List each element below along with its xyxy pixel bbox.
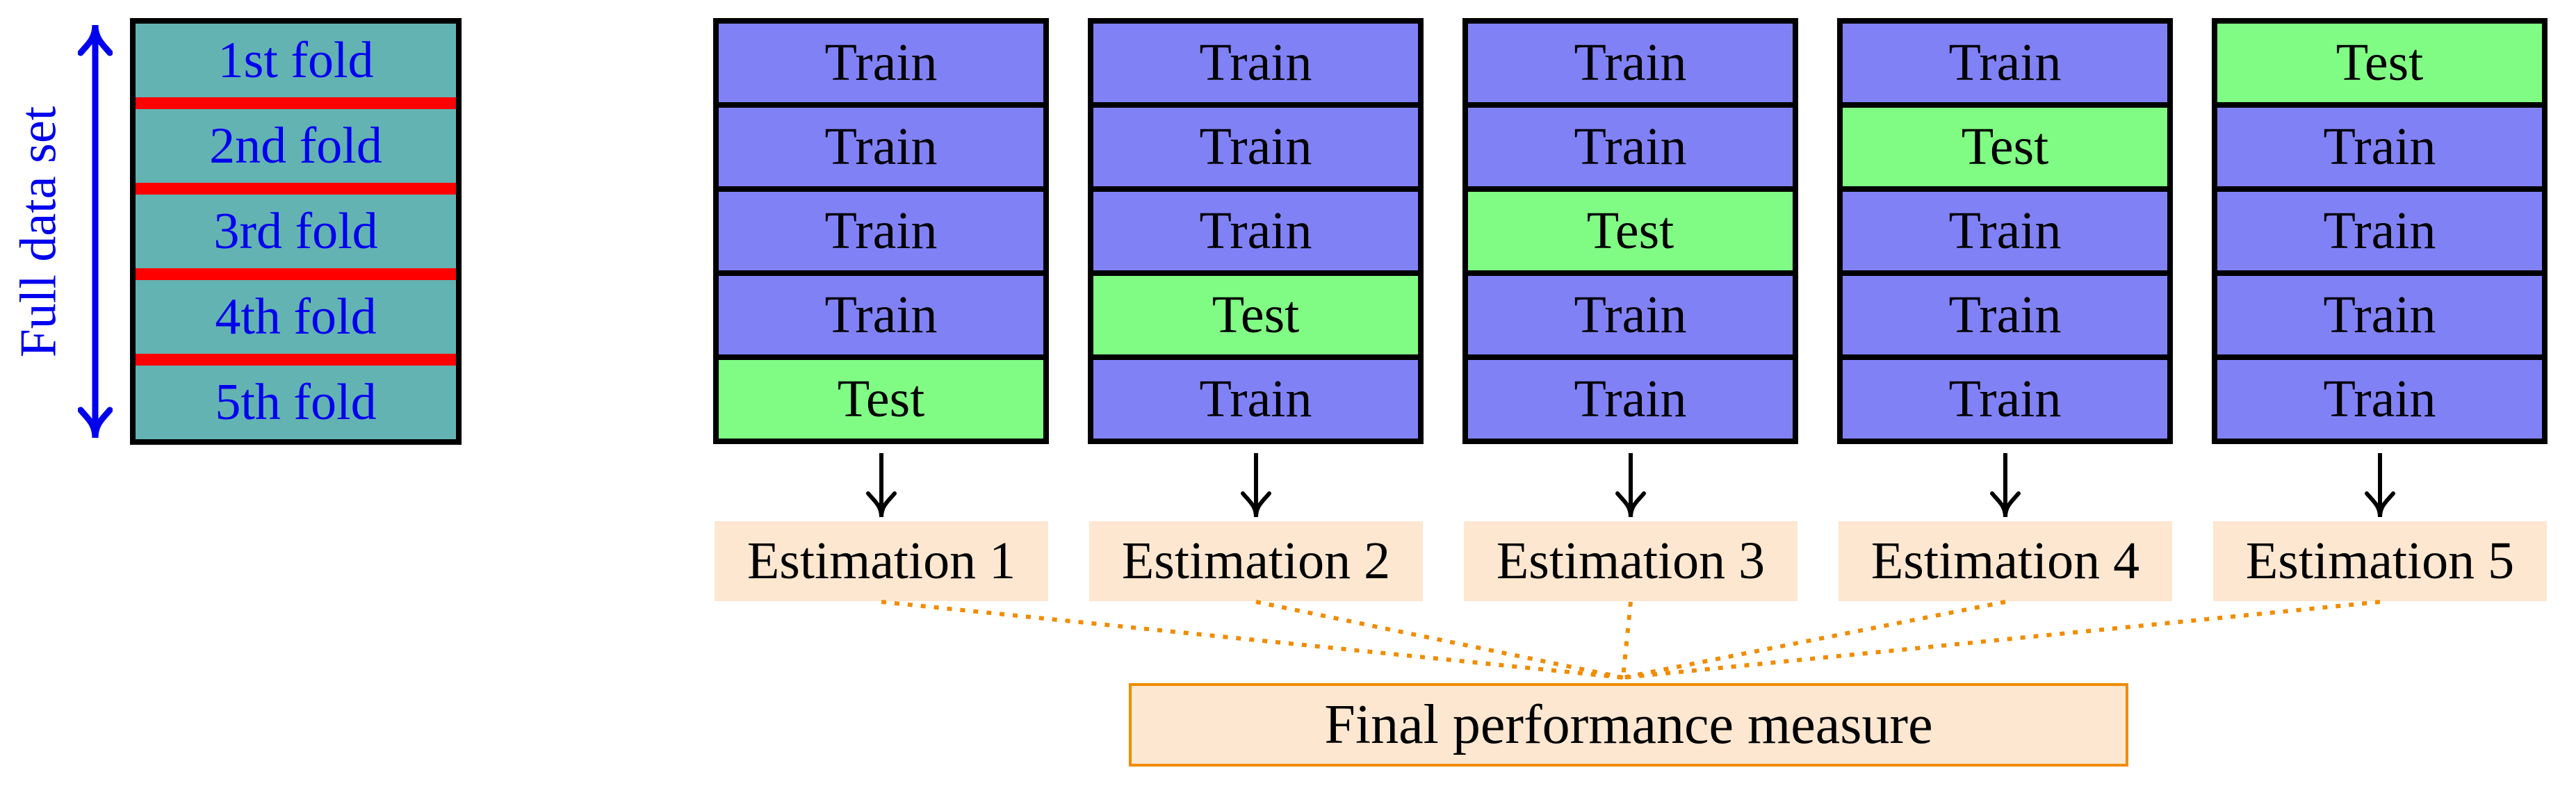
- fold-row: 1st fold: [136, 24, 456, 97]
- iteration-column-4: Train Test Train Train Train: [1837, 18, 2173, 444]
- fold-label: 2nd fold: [209, 117, 382, 174]
- down-arrow-icon: [2365, 453, 2395, 518]
- down-arrow-icon: [1615, 453, 1646, 518]
- full-data-set-label: Full data set: [4, 18, 74, 445]
- split-cell: Train: [1093, 360, 1418, 439]
- double-arrow-icon: [78, 24, 113, 439]
- split-cell: Train: [2217, 276, 2542, 354]
- fold-row: 4th fold: [136, 268, 456, 354]
- connector-dotted-line: [1623, 600, 2381, 680]
- split-cell: Train: [1843, 192, 2167, 270]
- iteration-column-5: Test Train Train Train Train: [2212, 18, 2548, 444]
- split-cell: Train: [2217, 360, 2542, 439]
- full-data-set-text: Full data set: [10, 106, 67, 357]
- estimation-label-1: Estimation 1: [715, 521, 1048, 601]
- split-cell: Train: [719, 192, 1043, 270]
- down-arrow-icon: [1241, 453, 1271, 518]
- split-cell: Train: [1468, 360, 1793, 439]
- split-cell: Test: [719, 360, 1043, 439]
- fold-row: 2nd fold: [136, 97, 456, 183]
- fold-label: 1st fold: [218, 31, 374, 89]
- iteration-column-3: Train Train Test Train Train: [1462, 18, 1798, 444]
- fold-label: 4th fold: [215, 288, 377, 345]
- estimation-label-5: Estimation 5: [2213, 521, 2547, 601]
- fold-row: 5th fold: [136, 354, 456, 439]
- iteration-column-2: Train Train Train Test Train: [1088, 18, 1424, 444]
- split-cell: Train: [1468, 24, 1793, 102]
- estimation-label-2: Estimation 2: [1089, 521, 1423, 601]
- split-cell: Train: [1093, 108, 1418, 186]
- split-cell: Train: [1843, 360, 2167, 439]
- split-cell: Train: [719, 24, 1043, 102]
- full-dataset-box: 1st fold 2nd fold 3rd fold 4th fold 5th …: [130, 18, 462, 445]
- connector-dotted-line: [881, 600, 1624, 680]
- fold-row: 3rd fold: [136, 183, 456, 268]
- final-performance-box: Final performance measure: [1129, 683, 2128, 767]
- split-cell: Train: [1843, 24, 2167, 102]
- fold-label: 5th fold: [215, 373, 377, 431]
- down-arrow-icon: [1990, 453, 2021, 518]
- iteration-column-1: Train Train Train Train Test: [713, 18, 1049, 444]
- down-arrow-icon: [866, 453, 897, 518]
- split-cell: Train: [2217, 192, 2542, 270]
- split-cell: Train: [2217, 108, 2542, 186]
- split-cell: Test: [1093, 276, 1418, 354]
- connector-dotted-line: [1255, 600, 1624, 680]
- estimation-label-3: Estimation 3: [1464, 521, 1798, 601]
- split-cell: Test: [2217, 24, 2542, 102]
- split-cell: Train: [1468, 108, 1793, 186]
- split-cell: Train: [1093, 192, 1418, 270]
- split-cell: Train: [1468, 276, 1793, 354]
- fold-label: 3rd fold: [213, 202, 378, 260]
- split-cell: Train: [1093, 24, 1418, 102]
- split-cell: Test: [1843, 108, 2167, 186]
- split-cell: Train: [719, 276, 1043, 354]
- split-cell: Train: [1843, 276, 2167, 354]
- connector-dotted-line: [1622, 600, 2006, 680]
- split-cell: Train: [719, 108, 1043, 186]
- estimation-label-4: Estimation 4: [1839, 521, 2172, 601]
- split-cell: Test: [1468, 192, 1793, 270]
- connector-dotted-line: [1620, 601, 1633, 678]
